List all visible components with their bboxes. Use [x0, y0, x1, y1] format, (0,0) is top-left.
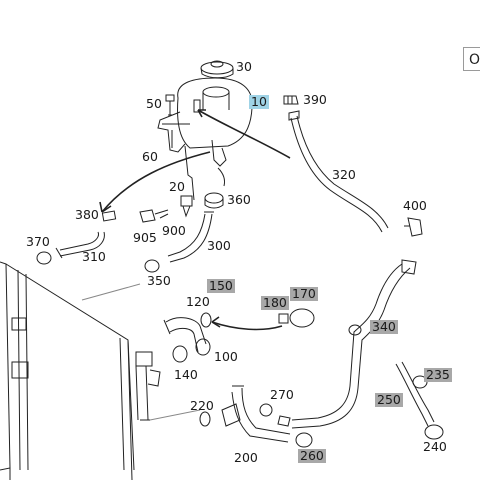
- level-sensor: [193, 99, 201, 113]
- part-label-400[interactable]: 400: [403, 198, 427, 213]
- valve-900: [139, 209, 169, 223]
- fitting-20: [180, 167, 225, 218]
- part-label-900[interactable]: 900: [162, 223, 186, 238]
- part-label-100[interactable]: 100: [214, 349, 238, 364]
- part-label-180[interactable]: 180: [261, 295, 289, 310]
- part-label-235[interactable]: 235: [424, 367, 452, 382]
- part-label-370[interactable]: 370: [26, 234, 50, 249]
- part-label-30[interactable]: 30: [236, 59, 252, 74]
- clamp-140: [172, 345, 188, 363]
- part-label-360[interactable]: 360: [227, 192, 251, 207]
- part-label-20[interactable]: 20: [169, 179, 185, 194]
- part-label-390[interactable]: 390: [303, 92, 327, 107]
- arrow-to-380: [101, 151, 211, 213]
- clamp-260: [295, 432, 313, 448]
- hose-250: [395, 361, 444, 440]
- tank-cap: [200, 60, 234, 79]
- part-label-310[interactable]: 310: [82, 249, 106, 264]
- part-label-170[interactable]: 170: [290, 286, 318, 301]
- part-label-320[interactable]: 320: [332, 167, 356, 182]
- part-label-10[interactable]: 10: [249, 94, 269, 109]
- clamp-270: [259, 403, 273, 417]
- part-label-50[interactable]: 50: [146, 96, 162, 111]
- part-label-140[interactable]: 140: [174, 367, 198, 382]
- part-label-270[interactable]: 270: [270, 387, 294, 402]
- hose-320: [288, 110, 389, 233]
- part-label-350[interactable]: 350: [147, 273, 171, 288]
- hose-310: [55, 231, 105, 259]
- part-label-380[interactable]: 380: [75, 207, 99, 222]
- hose-100: [163, 317, 211, 356]
- clamp-170: [289, 308, 315, 328]
- bolt: [165, 94, 175, 116]
- ring-120: [200, 312, 212, 328]
- clip-380: [101, 210, 117, 222]
- hose-200: [221, 385, 291, 443]
- ring-220: [199, 411, 211, 427]
- part-label-300[interactable]: 300: [207, 238, 231, 253]
- part-label-260[interactable]: 260: [298, 448, 326, 463]
- part-label-150[interactable]: 150: [207, 278, 235, 293]
- part-label-240[interactable]: 240: [423, 439, 447, 454]
- fitting-400: [404, 217, 423, 237]
- part-label-340[interactable]: 340: [370, 319, 398, 334]
- part-label-200[interactable]: 200: [234, 450, 258, 465]
- arrow-to-120: [211, 321, 283, 331]
- part-label-120[interactable]: 120: [186, 294, 210, 309]
- clamp-350: [144, 259, 160, 273]
- part-label-60[interactable]: 60: [142, 149, 158, 164]
- clamp-390: [283, 95, 299, 105]
- clamp-360: [204, 192, 224, 209]
- clamp-180: [278, 313, 289, 324]
- clamp-370: [36, 251, 52, 265]
- part-label-905[interactable]: 905: [133, 230, 157, 245]
- hose-300: [167, 211, 214, 263]
- corner-button[interactable]: O: [463, 47, 480, 71]
- radiator: [0, 261, 161, 480]
- arrow-to-10: [197, 109, 291, 159]
- part-label-220[interactable]: 220: [190, 398, 214, 413]
- part-label-250[interactable]: 250: [375, 392, 403, 407]
